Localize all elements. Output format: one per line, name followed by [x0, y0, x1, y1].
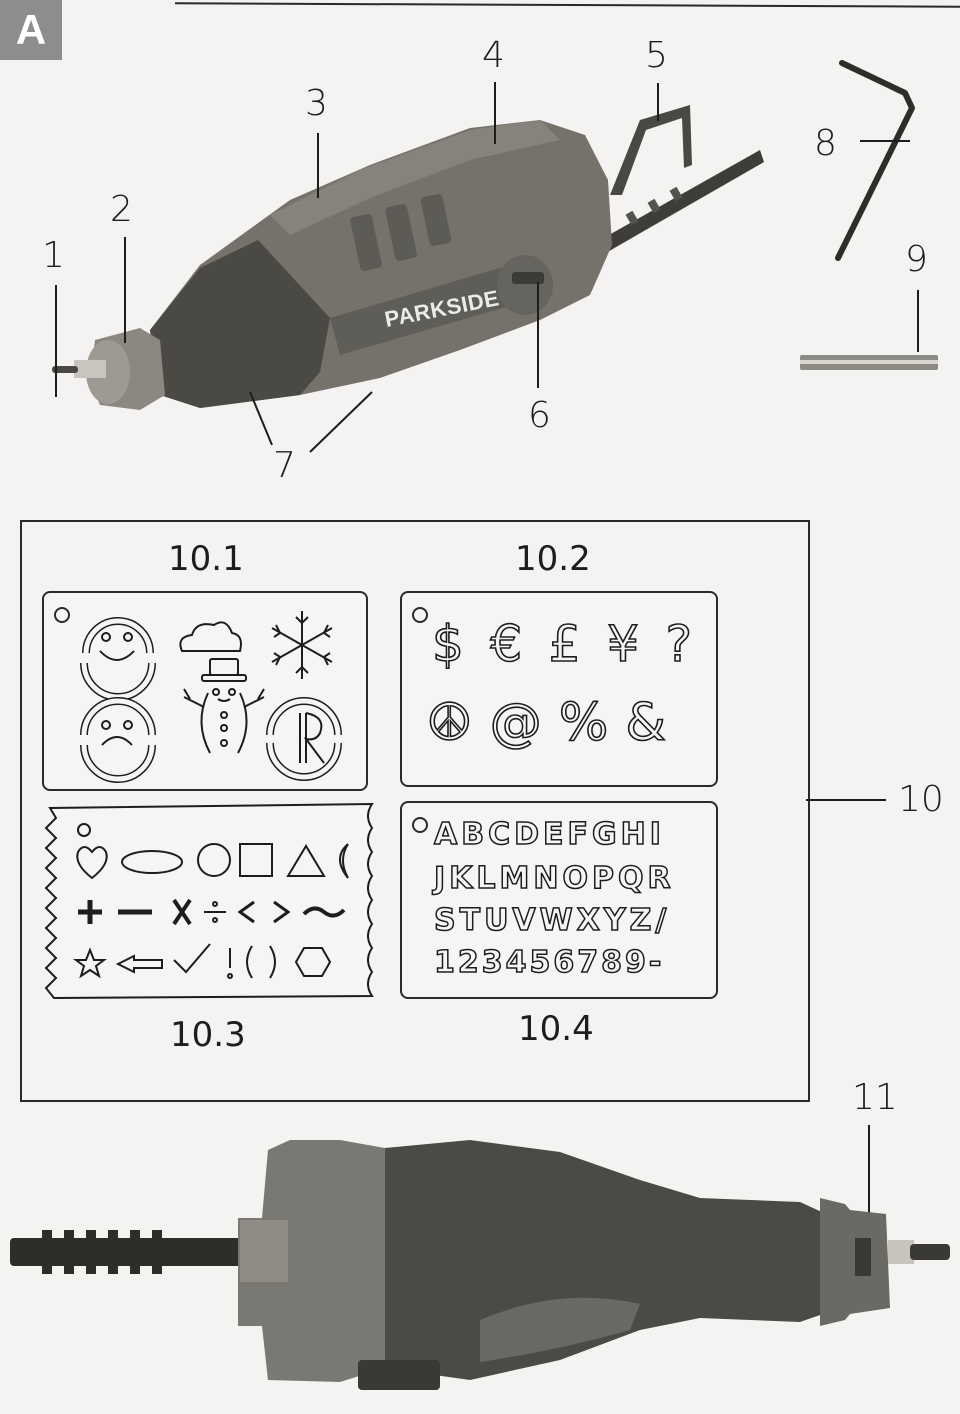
- stencil-plate-10-2: $ € £ ¥ ? ☮ @ % &: [400, 591, 718, 787]
- stencil-10-1-shapes: [80, 611, 342, 783]
- peace-glyph: ☮: [425, 692, 473, 754]
- leader-line-6: [537, 282, 539, 388]
- leader-line-1: [55, 285, 57, 397]
- stencil-label-10-2: 10.2: [515, 539, 591, 579]
- callout-8: 8: [814, 123, 837, 164]
- callout-6: 6: [528, 395, 551, 436]
- stencil-10-4-row-4: 123456789-: [433, 944, 665, 981]
- callout-10: 10: [898, 779, 944, 820]
- callout-1: 1: [42, 235, 65, 276]
- at-glyph: @: [489, 692, 543, 754]
- stencil-plate-10-1: [42, 591, 368, 791]
- percent-glyph: %: [558, 692, 609, 754]
- question-glyph: ?: [665, 614, 693, 674]
- leader-line-2: [124, 237, 126, 343]
- stencil-label-10-1: 10.1: [168, 539, 244, 579]
- stencil-plate-10-4: ABCDEFGHI JKLMNOPQR STUVWXYZ/ 123456789-: [400, 801, 718, 999]
- hanging-hole: [412, 817, 428, 833]
- figure-tag: A: [0, 0, 62, 60]
- stencil-10-2-row-1: $ € £ ¥ ?: [431, 614, 693, 674]
- leader-line-10: [806, 799, 886, 801]
- leader-line-9: [917, 290, 919, 352]
- hanging-hole: [412, 607, 428, 623]
- callout-7: 7: [273, 445, 296, 486]
- callout-3: 3: [305, 83, 328, 124]
- rotary-tool-side-view: [10, 1140, 950, 1390]
- leader-line-5: [657, 83, 659, 121]
- stencil-label-10-3: 10.3: [170, 1015, 246, 1055]
- stencil-10-4-row-2: JKLMNOPQR: [433, 860, 675, 897]
- leader-line-8: [860, 140, 910, 142]
- stencil-set-frame: [20, 520, 810, 1102]
- stencil-plate-10-3: [44, 802, 374, 1000]
- leader-line-4: [494, 82, 496, 144]
- stencil-10-4-row-1: ABCDEFGHI: [433, 816, 665, 853]
- yen-glyph: ¥: [606, 614, 639, 674]
- dollar-glyph: $: [431, 614, 464, 674]
- callout-2: 2: [110, 189, 133, 230]
- callout-9: 9: [905, 239, 928, 280]
- stencil-10-2-row-2: ☮ @ % &: [425, 692, 667, 754]
- callout-4: 4: [482, 35, 505, 76]
- leader-line-11: [868, 1125, 870, 1233]
- leader-line-7: [249, 391, 373, 453]
- callout-11: 11: [852, 1077, 898, 1118]
- hanging-hole: [54, 607, 70, 623]
- pound-glyph: £: [548, 614, 581, 674]
- stencil-10-4-row-3: STUVWXYZ/: [433, 902, 671, 939]
- callout-5: 5: [645, 35, 668, 76]
- rotary-tool-illustration: [52, 60, 938, 410]
- ampersand-glyph: &: [625, 692, 667, 754]
- stencil-label-10-4: 10.4: [518, 1009, 594, 1049]
- leader-line-3: [317, 133, 319, 198]
- euro-glyph: €: [490, 614, 523, 674]
